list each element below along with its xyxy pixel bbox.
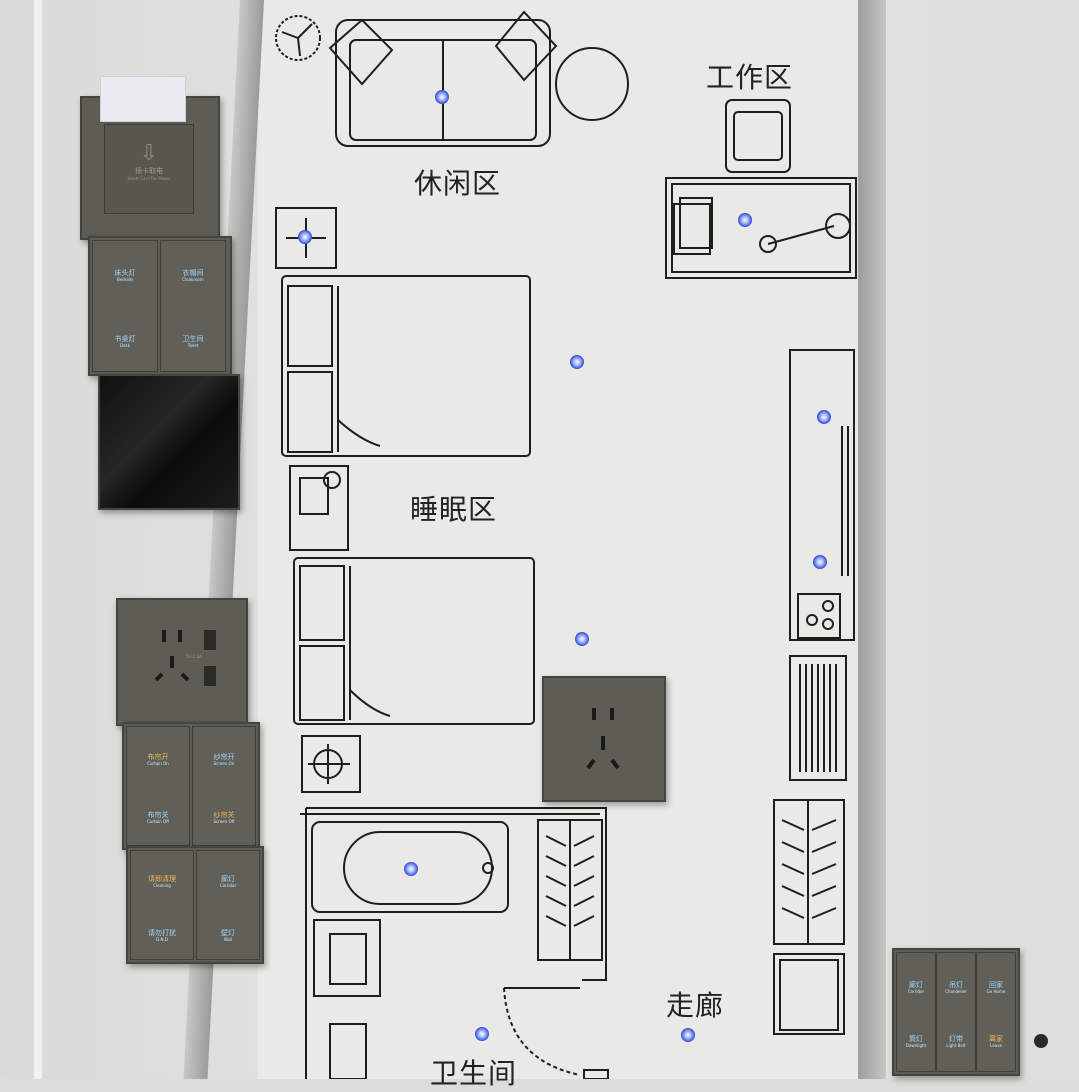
cleaning-sublabel: Cleaning — [153, 883, 171, 888]
downlight-sublabel: Downlight — [905, 1043, 927, 1048]
go-home-label: 回家 — [989, 981, 1003, 989]
cleaning-label: 请即清理 — [148, 875, 176, 883]
desk-key-sublabel: Desk — [120, 343, 130, 348]
curtain-on-sublabel: Curtain On — [147, 761, 169, 766]
screen-on-label: 纱帘开 — [213, 753, 235, 761]
area-label-bathroom: 卫生间 — [430, 1057, 518, 1090]
wall-screw — [1034, 1034, 1048, 1048]
curtain-on-label: 布帘开 — [147, 753, 169, 761]
indicator-led-wardrobe-top — [817, 410, 831, 424]
corridor-scene-label: 廊灯 — [909, 981, 923, 989]
corridor-sublabel: Corridor — [219, 883, 237, 888]
go-home-sublabel: Go Home — [986, 989, 1006, 994]
downlight-label: 筒灯 — [909, 1035, 923, 1043]
board-frame-right — [858, 0, 886, 1079]
area-label-sleep: 睡眠区 — [410, 493, 498, 526]
key-card[interactable] — [100, 76, 186, 122]
chandelier-label: 吊灯 — [949, 981, 963, 989]
light-belt-sublabel: Light Belt — [946, 1043, 966, 1048]
leave-sublabel: Leave — [990, 1043, 1002, 1048]
corridor-label: 廊灯 — [221, 875, 235, 883]
indicator-led-wardrobe-bottom — [813, 555, 827, 569]
usb-rating-label: 5V 2.1A — [186, 654, 202, 659]
toilet-key-label: 卫生间 — [182, 335, 204, 343]
left-trim — [34, 0, 42, 1079]
curtain-off-sublabel: Curtain Off — [147, 819, 169, 824]
wall-light-sublabel: Wall — [223, 937, 233, 942]
cloakroom-key-sublabel: Cloakroom — [182, 277, 204, 282]
wall-light-label: 壁灯 — [221, 929, 235, 937]
bedside-key-sublabel: Bedside — [117, 277, 133, 282]
indicator-led-desk — [738, 213, 752, 227]
usb-socket-panel[interactable]: 5V 2.1A — [116, 598, 248, 726]
card-switch-sublabel: Insert Card For Power — [127, 176, 171, 181]
light-belt-label: 灯带 — [949, 1035, 963, 1043]
card-switch-label: 插卡取电 — [135, 167, 163, 175]
dnd-sublabel: D.N.D — [156, 937, 168, 942]
indicator-led-bed1 — [570, 355, 584, 369]
toilet-key-sublabel: Toilet — [187, 343, 199, 348]
usb-socket-icon — [154, 630, 216, 686]
marble-blank-panel — [98, 374, 240, 510]
card-power-switch[interactable]: ⇩ 插卡取电 Insert Card For Power — [80, 76, 220, 240]
screen-on-sublabel: Screen On — [213, 761, 235, 766]
screen-off-label: 纱帘关 — [213, 811, 235, 819]
cloakroom-key-label: 衣帽间 — [182, 269, 204, 277]
corridor-scene-sublabel: Corridor — [907, 989, 925, 994]
area-label-work: 工作区 — [706, 61, 794, 94]
desk-key-label: 书桌灯 — [114, 335, 136, 343]
leave-label: 离家 — [989, 1035, 1003, 1043]
card-slot-label-area: ⇩ 插卡取电 Insert Card For Power — [104, 124, 194, 214]
indicator-led-socket — [298, 230, 312, 244]
wall-socket-panel[interactable] — [542, 676, 666, 802]
area-label-leisure: 休闲区 — [414, 167, 502, 200]
chandelier-sublabel: Chandelier — [945, 989, 967, 994]
indicator-led-corridor — [681, 1028, 695, 1042]
screen-off-sublabel: Screen Off — [213, 819, 235, 824]
indicator-led-bathtub — [404, 862, 418, 876]
dnd-label: 请勿打扰 — [148, 929, 176, 937]
area-label-corridor: 走廊 — [666, 989, 725, 1022]
arrow-down-icon: ⇩ — [139, 141, 159, 166]
curtain-off-label: 布帘关 — [147, 811, 169, 819]
indicator-led-sofa — [435, 90, 449, 104]
indicator-led-bathroom — [475, 1027, 489, 1041]
indicator-led-bed2 — [575, 632, 589, 646]
bedside-key-label: 床头灯 — [114, 269, 136, 277]
socket-holes-icon — [586, 708, 620, 770]
